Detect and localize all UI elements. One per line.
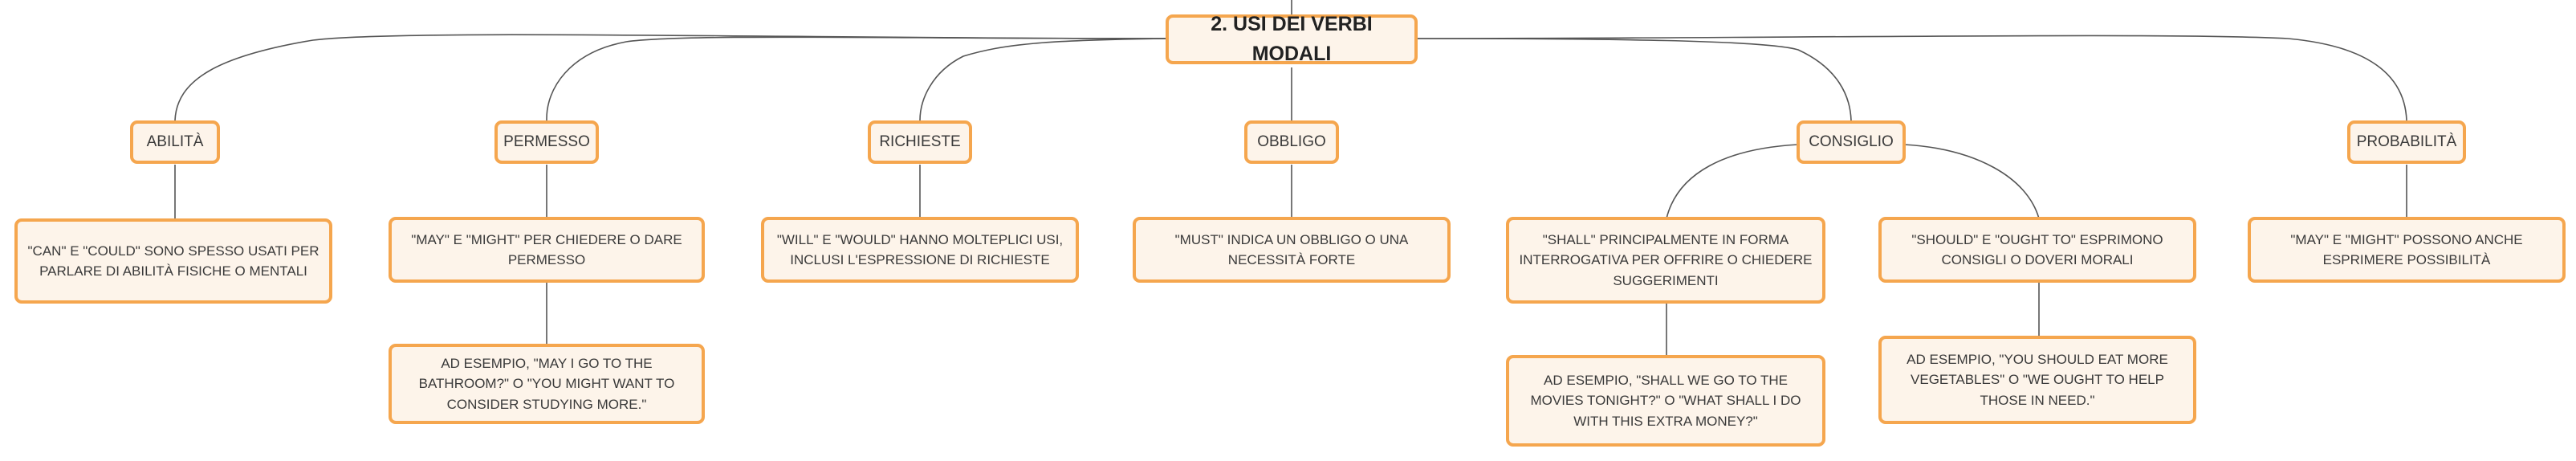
note-obbligo-text: "MUST" INDICA UN OBBLIGO O UNA NECESSITÀ… (1174, 231, 1409, 268)
note-consiglio-shall[interactable]: "SHALL" PRINCIPALMENTE IN FORMA INTERROG… (1506, 217, 1825, 304)
note-consiglio-should-example[interactable]: AD ESEMPIO, "YOU SHOULD EAT MORE VEGETAB… (1878, 336, 2196, 424)
topic-consiglio-label: CONSIGLIO (1809, 133, 1894, 150)
note-richieste-text: "WILL" E "WOULD" HANNO MOLTEPLICI USI, I… (776, 231, 1064, 268)
topic-probabilita[interactable]: PROBABILITÀ (2347, 120, 2466, 164)
note-probabilita-text: "MAY" E "MIGHT" POSSONO ANCHE ESPRIMERE … (2290, 231, 2523, 268)
root-title: 2. USI DEI VERBI MODALI (1211, 12, 1373, 66)
topic-richieste[interactable]: RICHIESTE (868, 120, 972, 164)
note-permesso-example-text: AD ESEMPIO, "MAY I GO TO THE BATHROOM?" … (418, 355, 675, 412)
topic-probabilita-label: PROBABILITÀ (2356, 133, 2457, 150)
topic-obbligo[interactable]: OBBLIGO (1244, 120, 1339, 164)
note-consiglio-should[interactable]: "SHOULD" E "OUGHT TO" ESPRIMONO CONSIGLI… (1878, 217, 2196, 283)
note-abilita[interactable]: "CAN" E "COULD" SONO SPESSO USATI PER PA… (14, 218, 332, 304)
topic-abilita[interactable]: ABILITÀ (130, 120, 220, 164)
topic-permesso-label: PERMESSO (503, 133, 590, 150)
note-probabilita[interactable]: "MAY" E "MIGHT" POSSONO ANCHE ESPRIMERE … (2248, 217, 2566, 283)
note-abilita-text: "CAN" E "COULD" SONO SPESSO USATI PER PA… (27, 243, 319, 279)
topic-permesso[interactable]: PERMESSO (494, 120, 599, 164)
root-node[interactable]: 2. USI DEI VERBI MODALI (1166, 13, 1418, 65)
note-consiglio-should-example-text: AD ESEMPIO, "YOU SHOULD EAT MORE VEGETAB… (1907, 351, 2168, 408)
note-consiglio-should-text: "SHOULD" E "OUGHT TO" ESPRIMONO CONSIGLI… (1911, 231, 2163, 268)
topic-richieste-label: RICHIESTE (879, 133, 961, 150)
note-richieste[interactable]: "WILL" E "WOULD" HANNO MOLTEPLICI USI, I… (761, 217, 1079, 283)
note-permesso-example[interactable]: AD ESEMPIO, "MAY I GO TO THE BATHROOM?" … (389, 344, 705, 424)
note-obbligo[interactable]: "MUST" INDICA UN OBBLIGO O UNA NECESSITÀ… (1133, 217, 1451, 283)
topic-obbligo-label: OBBLIGO (1257, 133, 1326, 150)
topic-abilita-label: ABILITÀ (146, 133, 204, 150)
note-permesso[interactable]: "MAY" E "MIGHT" PER CHIEDERE O DARE PERM… (389, 217, 705, 283)
note-permesso-text: "MAY" E "MIGHT" PER CHIEDERE O DARE PERM… (411, 231, 682, 268)
note-consiglio-shall-text: "SHALL" PRINCIPALMENTE IN FORMA INTERROG… (1519, 231, 1813, 288)
topic-consiglio[interactable]: CONSIGLIO (1797, 120, 1906, 164)
note-consiglio-shall-example-text: AD ESEMPIO, "SHALL WE GO TO THE MOVIES T… (1530, 372, 1801, 429)
note-consiglio-shall-example[interactable]: AD ESEMPIO, "SHALL WE GO TO THE MOVIES T… (1506, 355, 1825, 447)
